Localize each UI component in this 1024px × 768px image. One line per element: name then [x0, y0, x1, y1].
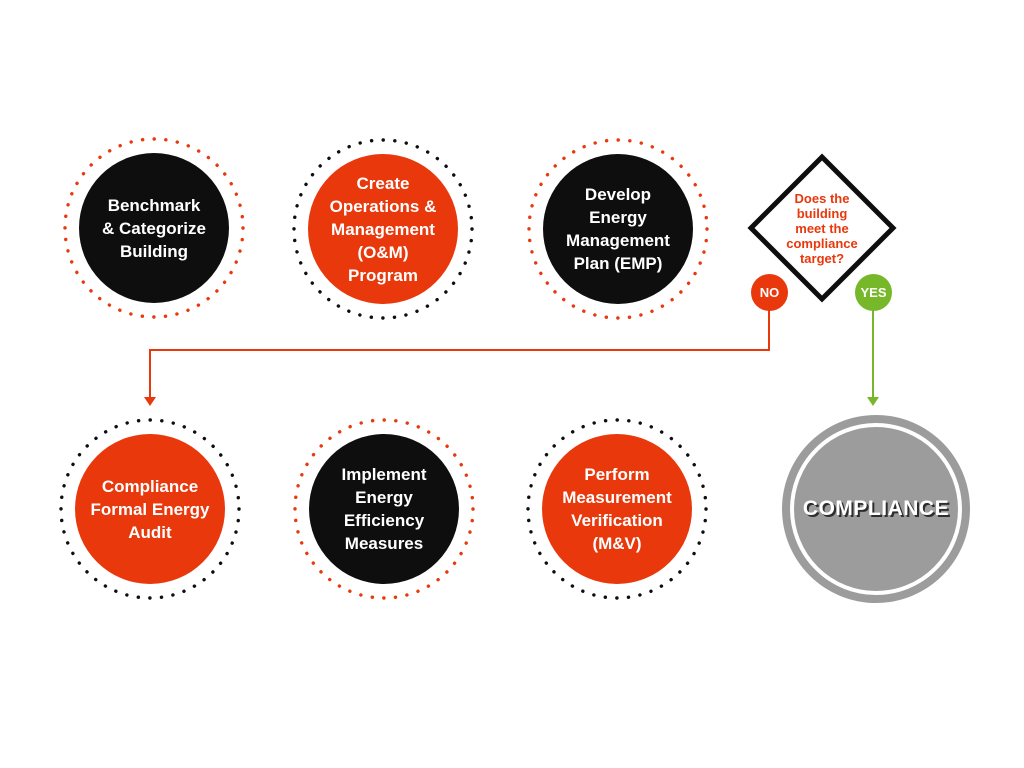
dotted-ring [293, 418, 475, 600]
node-label: Benchmark & Categorize Building [102, 195, 206, 261]
node-label: Implement Energy Efficiency Measures [341, 465, 427, 553]
process-node-mv: Perform Measurement Verification (M&V) [522, 414, 712, 604]
node-label: Perform Measurement Verification (M&V) [562, 465, 672, 553]
no-path-arrowhead [144, 397, 156, 406]
dotted-ring [59, 418, 241, 600]
compliance-label: COMPLIANCE [802, 497, 950, 520]
node-disc: Compliance Formal Energy Audit [75, 434, 225, 584]
node-label: Create Operations & Management (O&M) Pro… [329, 173, 437, 285]
dotted-ring [526, 418, 708, 600]
no-label: NO [759, 285, 780, 300]
compliance-node: COMPLIANCE [782, 415, 970, 603]
compliance-inner-ring [790, 423, 962, 595]
no-badge: NO [751, 274, 788, 311]
dotted-ring [63, 137, 245, 319]
node-disc: Create Operations & Management (O&M) Pro… [308, 154, 458, 304]
process-node-energy-audit: Compliance Formal Energy Audit [55, 414, 245, 604]
node-label: Compliance Formal Energy Audit [90, 476, 210, 542]
dotted-ring [527, 138, 709, 320]
dotted-ring [292, 138, 474, 320]
node-label: Develop Energy Management Plan (EMP) [566, 185, 670, 273]
process-node-efficiency-measures: Implement Energy Efficiency Measures [289, 414, 479, 604]
node-disc: Benchmark & Categorize Building [79, 153, 229, 303]
decision-question: Does the building meet the compliance ta… [786, 190, 858, 266]
yes-label: YES [860, 285, 887, 300]
yes-badge: YES [855, 274, 892, 311]
process-node-om-program: Create Operations & Management (O&M) Pro… [288, 134, 478, 324]
yes-path-arrowhead [867, 397, 879, 406]
node-disc: Develop Energy Management Plan (EMP) [543, 154, 693, 304]
process-node-emp: Develop Energy Management Plan (EMP) [523, 134, 713, 324]
process-node-benchmark: Benchmark & Categorize Building [59, 133, 249, 323]
node-disc: Implement Energy Efficiency Measures [309, 434, 459, 584]
node-disc: Perform Measurement Verification (M&V) [542, 434, 692, 584]
